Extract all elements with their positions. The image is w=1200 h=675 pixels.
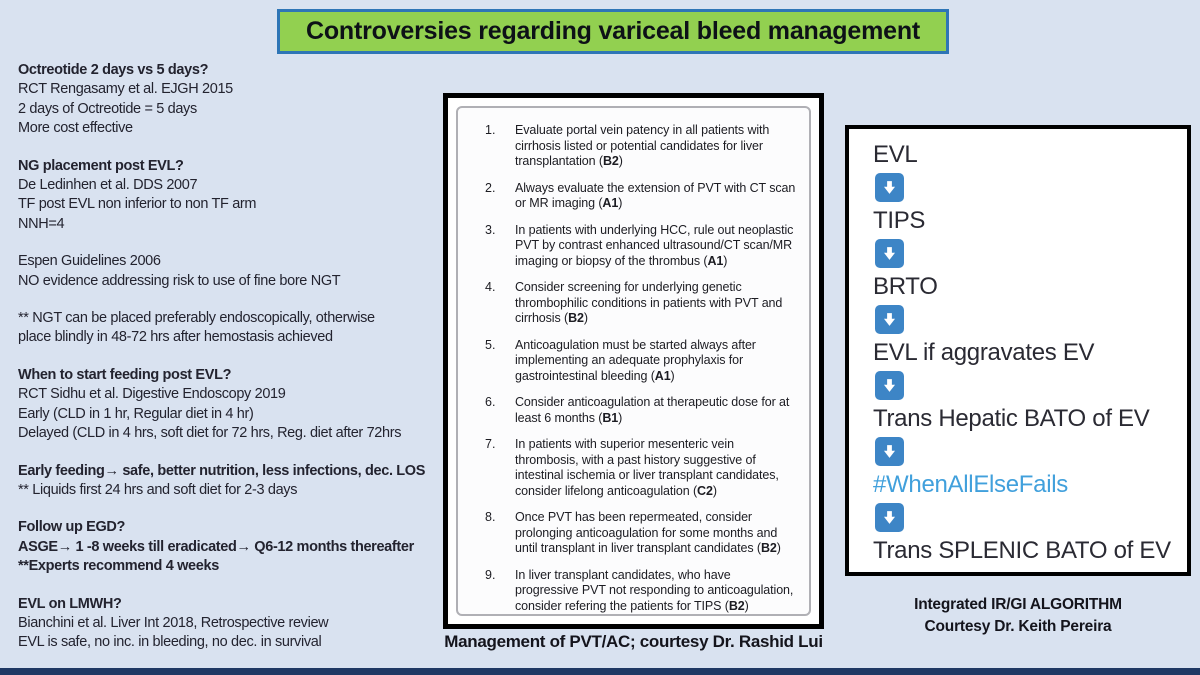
note-line: EVL on LMWH? xyxy=(18,595,122,612)
item-number: 7. xyxy=(485,437,496,451)
item-number: 5. xyxy=(485,337,496,352)
evidence-grade: B2 xyxy=(760,541,777,555)
item-number: 4. xyxy=(485,280,496,294)
note-line: RCT Rengasamy et al. EJGH 2015 xyxy=(18,81,233,98)
note-section: ** NGT can be placed preferably endoscop… xyxy=(18,309,450,348)
algorithm-step: BRTO xyxy=(873,273,938,300)
pvt-recommendation-list: 1. Evaluate portal vein patency in all pa… xyxy=(456,106,811,616)
item-number: 8. xyxy=(485,510,496,524)
evidence-grade: A1 xyxy=(707,253,724,268)
note-section: Follow up EGD? ASGE→ 1 -8 weeks till erad… xyxy=(18,518,450,576)
note-line: **Experts recommend 4 weeks xyxy=(18,558,219,575)
pvt-recommendation: 7. In patients with superior mesenteric v… xyxy=(458,437,801,499)
down-arrow-icon xyxy=(875,371,904,400)
note-line: Octreotide 2 days vs 5 days? xyxy=(18,62,209,78)
item-text: Evaluate portal vein patency in all pati… xyxy=(515,123,770,168)
item-number: 1. xyxy=(485,123,496,137)
item-text: In liver transplant candidates, who have… xyxy=(515,567,794,613)
item-number: 2. xyxy=(485,180,496,195)
down-arrow-icon xyxy=(875,503,904,532)
item-text: In patients with superior mesenteric vei… xyxy=(515,437,779,498)
note-section: NG placement post EVL? De Ledinhen et al.… xyxy=(18,157,450,235)
algorithm-caption: Integrated IR/GI ALGORITHM Courtesy Dr. … xyxy=(845,594,1191,638)
note-section: When to start feeding post EVL? RCT Sidh… xyxy=(18,366,450,444)
evidence-grade: B2 xyxy=(568,311,584,325)
item-text: Consider screening for underlying geneti… xyxy=(515,280,783,325)
note-line: place blindly in 48-72 hrs after hemosta… xyxy=(18,329,333,346)
note-section: Espen Guidelines 2006 NO evidence address… xyxy=(18,252,450,291)
pvt-management-panel: 1. Evaluate portal vein patency in all pa… xyxy=(443,93,824,629)
pvt-recommendation: 9. In liver transplant candidates, who ha… xyxy=(458,568,801,615)
note-line: NO evidence addressing risk to use of fi… xyxy=(18,272,341,289)
note-line: Delayed (CLD in 4 hrs, soft diet for 72 … xyxy=(18,425,402,442)
algorithm-flow: EVL TIPS BRTO EVL if aggravates EV Trans Hep… xyxy=(873,139,1183,566)
algorithm-step: EVL xyxy=(873,141,918,168)
item-text: Always evaluate the extension of PVT wit… xyxy=(515,180,796,211)
note-line: Bianchini et al. Liver Int 2018, Retrosp… xyxy=(18,614,329,631)
algorithm-step: #WhenAllElseFails xyxy=(873,471,1068,498)
note-line: ** NGT can be placed preferably endoscop… xyxy=(18,310,375,327)
note-line: When to start feeding post EVL? xyxy=(18,366,232,383)
note-line: 2 days of Octreotide = 5 days xyxy=(18,100,197,117)
note-line: RCT Sidhu et al. Digestive Endoscopy 201… xyxy=(18,386,286,403)
page-title: Controversies regarding variceal bleed m… xyxy=(305,17,921,45)
algorithm-step: EVL if aggravates EV xyxy=(873,339,1095,366)
note-line: More cost effective xyxy=(18,120,133,137)
note-line: NNH=4 xyxy=(18,215,65,232)
algorithm-step: Trans SPLENIC BATO of EV xyxy=(873,537,1171,564)
note-line: ** Liquids first 24 hrs and soft diet fo… xyxy=(18,481,298,498)
evidence-grade: B1 xyxy=(602,410,619,425)
pvt-recommendation: 1. Evaluate portal vein patency in all pa… xyxy=(458,123,801,170)
item-text: Consider anticoagulation at therapeutic … xyxy=(515,395,790,425)
down-arrow-icon xyxy=(875,173,904,202)
note-line: ASGE→ 1 -8 weeks till eradicated→ Q6-12 … xyxy=(18,538,414,555)
note-line: De Ledinhen et al. DDS 2007 xyxy=(18,177,198,194)
item-text: In patients with underlying HCC, rule ou… xyxy=(515,222,794,268)
algorithm-caption-line1: Integrated IR/GI ALGORITHM xyxy=(914,596,1122,613)
pvt-recommendation: 3. In patients with underlying HCC, rule … xyxy=(458,223,801,270)
note-line: Early (CLD in 1 hr, Regular diet in 4 hr… xyxy=(18,405,254,422)
evidence-grade: B2 xyxy=(602,154,619,168)
item-number: 6. xyxy=(485,395,496,409)
item-number: 9. xyxy=(485,567,496,582)
note-section: Octreotide 2 days vs 5 days? RCT Rengasam… xyxy=(18,61,450,139)
algorithm-caption-line2: Courtesy Dr. Keith Pereira xyxy=(924,618,1112,635)
pvt-recommendation: 4. Consider screening for underlying gene… xyxy=(458,280,801,327)
evidence-grade: A1 xyxy=(602,196,619,210)
evidence-grade: A1 xyxy=(654,368,671,383)
note-line: Follow up EGD? xyxy=(18,519,126,536)
pvt-recommendation: 2. Always evaluate the extension of PVT w… xyxy=(458,181,801,212)
note-section: Early feeding→ safe, better nutrition, l… xyxy=(18,462,450,501)
note-section: EVL on LMWH? Bianchini et al. Liver Int 2… xyxy=(18,595,450,653)
item-number: 3. xyxy=(485,222,496,237)
note-line: EVL is safe, no inc. in bleeding, no dec… xyxy=(18,634,322,651)
note-line: TF post EVL non inferior to non TF arm xyxy=(18,196,257,213)
pvt-recommendation: 5. Anticoagulation must be started always… xyxy=(458,338,801,385)
evidence-grade: B2 xyxy=(728,598,745,613)
ir-gi-algorithm-panel: EVL TIPS BRTO EVL if aggravates EV Trans Hep… xyxy=(845,125,1191,576)
title-banner: Controversies regarding variceal bleed m… xyxy=(277,9,949,54)
down-arrow-icon xyxy=(875,239,904,268)
evidence-grade: C2 xyxy=(697,483,713,498)
algorithm-step: TIPS xyxy=(873,207,926,234)
pvt-recommendation: 6. Consider anticoagulation at therapeuti… xyxy=(458,395,801,426)
pvt-recommendation: 8. Once PVT has been repermeated, conside… xyxy=(458,510,801,557)
item-text: Anticoagulation must be started always a… xyxy=(515,337,756,383)
bottom-accent-bar xyxy=(0,668,1200,675)
note-line: Espen Guidelines 2006 xyxy=(18,253,161,270)
down-arrow-icon xyxy=(875,437,904,466)
item-text: Once PVT has been repermeated, consider … xyxy=(515,510,781,555)
algorithm-step: Trans Hepatic BATO of EV xyxy=(873,405,1150,432)
pvt-panel-caption: Management of PVT/AC; courtesy Dr. Rashi… xyxy=(444,632,823,651)
left-notes-column: Octreotide 2 days vs 5 days? RCT Rengasam… xyxy=(18,61,450,671)
note-line: Early feeding→ safe, better nutrition, l… xyxy=(18,462,426,479)
note-line: NG placement post EVL? xyxy=(18,157,184,174)
down-arrow-icon xyxy=(875,305,904,334)
